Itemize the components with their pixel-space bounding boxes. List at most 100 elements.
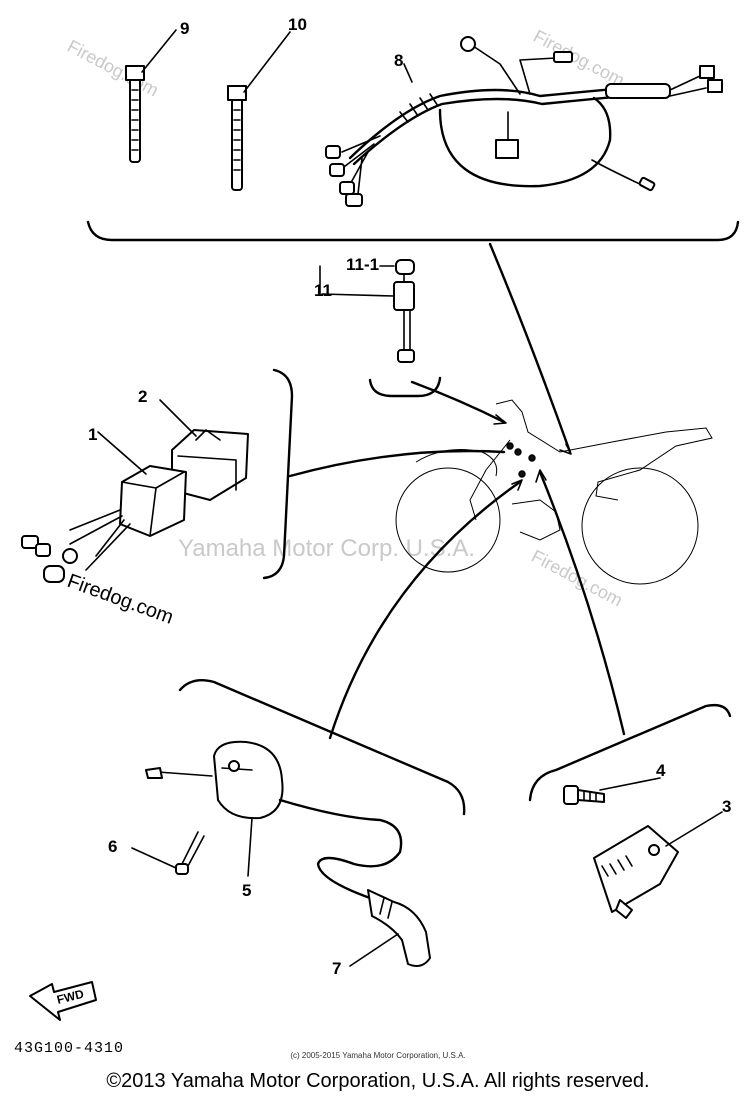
cdi-plug-3 [62, 548, 78, 564]
leader-cdi [288, 449, 506, 478]
leader-coil [328, 480, 522, 740]
screw-shaft [181, 831, 205, 867]
switch-wires [403, 273, 411, 351]
plug-4 [345, 193, 363, 207]
bolt-shaft [577, 789, 605, 803]
mount-point-3 [528, 454, 536, 462]
callout-3: 3 [722, 797, 731, 816]
cdi-plug-2 [35, 543, 51, 557]
callouts: 9 10 8 11-1 11 2 1 4 3 6 5 7 [88, 15, 731, 978]
cdi-edges [121, 471, 185, 537]
motorcycle-outline [395, 399, 713, 585]
part-6-screw [131, 831, 205, 875]
harness-lead [591, 159, 645, 187]
leader-9 [141, 29, 177, 73]
part-7-plug-cap [349, 889, 431, 967]
part-11-switch [319, 259, 415, 363]
watermark-firedog-left: Firedog.com [64, 570, 176, 629]
arrowhead-coil [511, 479, 523, 491]
screw-head [175, 863, 189, 875]
leader-lines [288, 242, 626, 740]
part-10-band [227, 31, 291, 191]
callout-9: 9 [180, 19, 189, 38]
harness-main [348, 84, 652, 160]
coil-ground-wire [157, 771, 213, 777]
rectifier-hole [648, 844, 660, 856]
leader-8 [403, 63, 413, 83]
bottom-right-bracket [528, 703, 732, 802]
callout-7: 7 [332, 959, 341, 978]
switch-body [393, 281, 415, 311]
harness-top-branch [469, 43, 557, 95]
part-4-bolt [563, 777, 661, 805]
switch-bracket [368, 376, 442, 398]
hightension-lead [278, 798, 403, 900]
callout-1: 1 [88, 425, 97, 444]
watermark-firedog-right: Firedog.com [528, 546, 626, 611]
callout-5: 5 [242, 881, 251, 900]
part-8-wire-harness [325, 36, 723, 207]
leader-switch [410, 380, 506, 424]
arrowhead-rectifier [535, 469, 547, 483]
connector-a [699, 65, 715, 79]
cdi-wires [69, 509, 131, 571]
top-bracket [86, 220, 740, 242]
leader-10 [243, 31, 291, 93]
switch-plug [397, 349, 415, 363]
plug-1 [325, 145, 341, 159]
band-ridges [131, 89, 139, 151]
part-1-cdi-unit [21, 431, 187, 583]
leader-harness [488, 242, 572, 454]
front-fender [415, 449, 498, 477]
fork [469, 439, 511, 521]
ground-terminal [145, 767, 163, 779]
callout-11-1: 11-1 [346, 255, 379, 274]
callout-6: 6 [108, 837, 117, 856]
part-9-band [125, 29, 177, 163]
watermark-firedog-top-left: Firedog.com [64, 36, 162, 101]
front-wheel [395, 467, 501, 573]
callout-8: 8 [394, 51, 403, 70]
arrowhead-switch [493, 414, 507, 425]
leader-7 [349, 933, 399, 967]
leader-4 [599, 777, 661, 791]
harness-loop [438, 96, 612, 188]
harness-main-2 [352, 92, 652, 166]
cdi-plug-1 [21, 535, 39, 549]
part-2-bracket [159, 399, 249, 501]
leader-6 [131, 847, 177, 869]
band-strip [129, 69, 141, 163]
engine [511, 499, 561, 541]
bracket-edge [177, 455, 237, 491]
rectifier-tab [615, 899, 633, 919]
connector-b [707, 79, 723, 93]
bolt-head [563, 785, 579, 805]
part-code: 43G100-4310 [14, 1040, 125, 1057]
leader-5 [247, 817, 253, 877]
callout-11: 11 [314, 281, 332, 300]
bracket-tab [195, 429, 221, 441]
band-ridges [233, 109, 241, 171]
harness-branch [669, 75, 707, 97]
part-5-ignition-coil [145, 740, 403, 900]
mount-point-4 [518, 470, 526, 478]
mount-point-2 [514, 448, 522, 456]
callout-10: 10 [288, 15, 307, 34]
bolt-thread [583, 791, 597, 802]
mount-point-1 [506, 442, 514, 450]
leader-3 [665, 811, 723, 847]
cdi-plug-4 [43, 565, 65, 583]
leader-11 [321, 265, 395, 297]
copyright-notice: ©2013 Yamaha Motor Corporation, U.S.A. A… [106, 1070, 650, 1092]
left-bracket [262, 368, 294, 580]
callout-4: 4 [656, 761, 666, 780]
watermark-yamaha: Yamaha Motor Corp. U.S.A. [178, 535, 475, 562]
coil-body [213, 740, 284, 820]
band-head [227, 85, 247, 101]
leader-1 [97, 431, 147, 475]
leader-2 [159, 399, 197, 437]
harness-wrap [399, 93, 439, 123]
plug-cap-ribs [379, 897, 393, 919]
part-3-rectifier [593, 811, 723, 919]
